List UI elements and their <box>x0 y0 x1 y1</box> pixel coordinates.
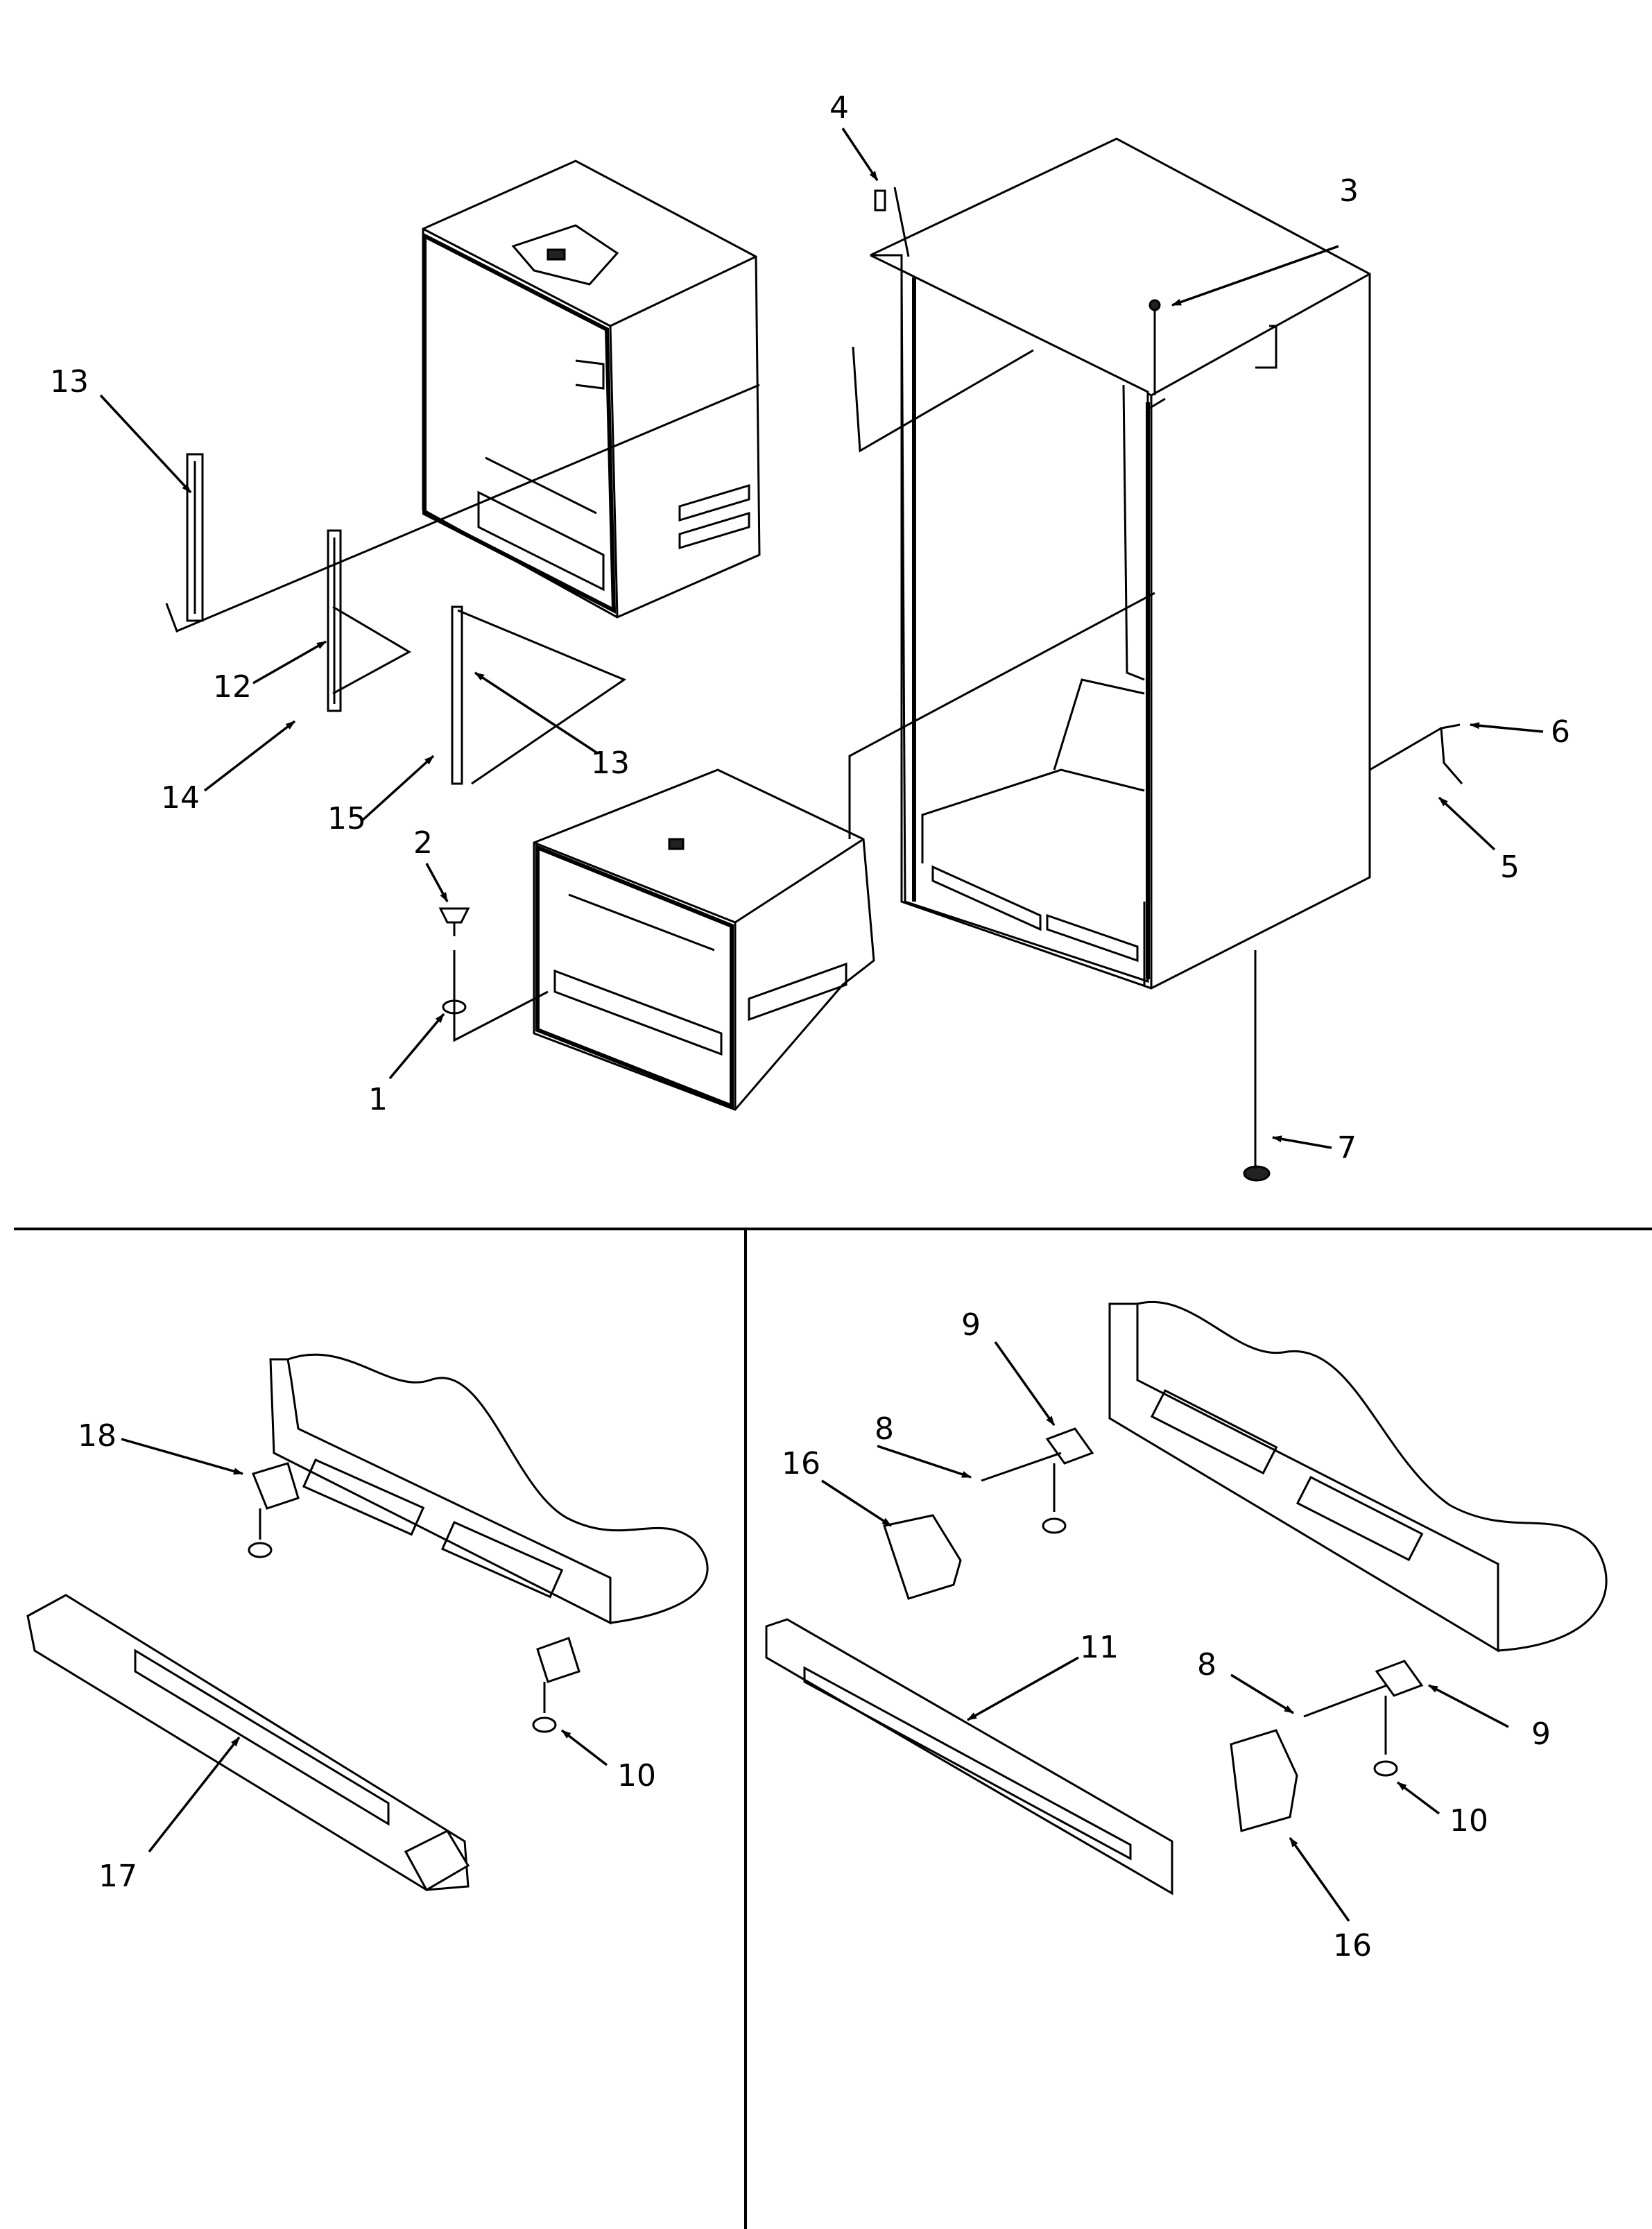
callout-9-top: 9 <box>961 1307 981 1343</box>
cabinet-shell <box>870 137 1371 990</box>
callout-6: 6 <box>1551 714 1570 750</box>
callout-15: 15 <box>327 801 366 836</box>
callout-8-top: 8 <box>875 1411 894 1447</box>
callout-7: 7 <box>1337 1130 1357 1166</box>
callout-1: 1 <box>368 1082 388 1117</box>
callout-2: 2 <box>413 825 433 861</box>
callout-10-left: 10 <box>617 1758 656 1793</box>
callout-3: 3 <box>1339 173 1359 209</box>
base-detail-right <box>765 1301 1608 1895</box>
callout-11: 11 <box>1080 1630 1119 1665</box>
callout-18: 18 <box>78 1418 117 1454</box>
callout-10-right: 10 <box>1449 1803 1488 1839</box>
lower-liner <box>533 768 875 1111</box>
callout-13-mid: 13 <box>591 746 630 781</box>
upper-liner <box>422 160 761 619</box>
callout-4: 4 <box>829 90 849 126</box>
leader-lines <box>165 187 1442 1169</box>
callout-17: 17 <box>98 1859 137 1894</box>
callout-14: 14 <box>161 780 200 816</box>
callout-8-bottom: 8 <box>1197 1647 1216 1682</box>
callout-12: 12 <box>213 669 252 705</box>
callout-16-top: 16 <box>782 1446 820 1481</box>
rail-brackets <box>186 453 463 785</box>
callout-16-bottom: 16 <box>1333 1928 1372 1963</box>
callout-13-top: 13 <box>50 364 89 399</box>
callout-arrows <box>99 128 1544 1922</box>
callout-labels: 13 12 14 15 13 2 1 3 4 5 6 7 18 10 17 9 … <box>50 90 1570 1963</box>
callout-9-bottom: 9 <box>1531 1716 1551 1752</box>
base-detail-left <box>26 1353 709 1892</box>
callout-5: 5 <box>1500 850 1520 885</box>
